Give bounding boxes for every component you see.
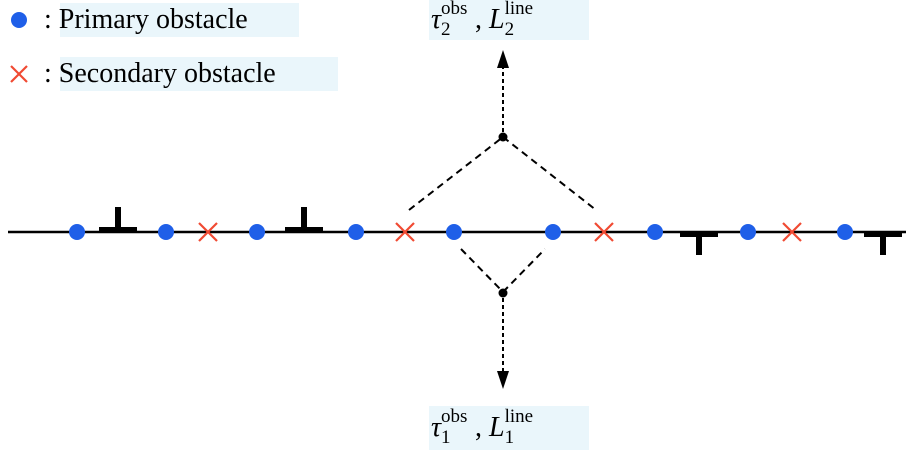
upper-arrowhead bbox=[497, 50, 509, 68]
legend-secondary-marker bbox=[10, 65, 28, 83]
top-L-sub: 2 bbox=[504, 18, 515, 40]
primary-obstacle bbox=[249, 224, 265, 240]
top-tau-symbol: τ bbox=[431, 4, 442, 35]
upper-bowout-left bbox=[408, 136, 504, 211]
legend-primary-bg bbox=[60, 3, 299, 37]
secondary-obstacle bbox=[198, 222, 218, 242]
legend-secondary-label: : Secondary obstacle bbox=[44, 58, 276, 89]
primary-obstacle bbox=[69, 224, 85, 240]
top-tau-sup: obs bbox=[441, 0, 468, 19]
top-tau-sub: 2 bbox=[441, 18, 451, 40]
bottom-tau-symbol: τ bbox=[431, 412, 442, 443]
bottom-label-sep: , bbox=[475, 412, 483, 443]
primary-obstacle bbox=[446, 224, 462, 240]
primary-obstacle bbox=[837, 224, 853, 240]
primary-obstacle bbox=[158, 224, 174, 240]
secondary-obstacle bbox=[782, 222, 802, 242]
upper-bowout-right bbox=[502, 136, 597, 211]
bottom-L-sub: 1 bbox=[504, 426, 515, 448]
dislocation-symbol-up bbox=[285, 207, 323, 233]
dislocation-symbol-down bbox=[680, 231, 718, 255]
bottom-label-bg bbox=[429, 406, 589, 450]
primary-obstacle bbox=[647, 224, 663, 240]
dislocation-symbol-up bbox=[99, 207, 137, 233]
bottom-tau-sup: obs bbox=[441, 405, 468, 427]
top-label-bg bbox=[429, 0, 589, 40]
upper-vertex-point bbox=[498, 132, 508, 142]
legend-primary-label: : Primary obstacle bbox=[44, 4, 248, 35]
top-L-sup: line bbox=[504, 0, 534, 19]
dislocation-symbol-down bbox=[864, 231, 902, 255]
top-L-symbol: L bbox=[489, 4, 505, 35]
top-label-sep: , bbox=[475, 4, 483, 35]
legend-primary-marker bbox=[11, 12, 27, 28]
bottom-tau-sub: 1 bbox=[441, 426, 451, 448]
lower-arrowhead bbox=[497, 371, 509, 389]
primary-obstacle bbox=[545, 224, 561, 240]
lower-bowout-left bbox=[460, 248, 504, 293]
primary-obstacle bbox=[740, 224, 756, 240]
secondary-obstacle bbox=[395, 222, 415, 242]
bottom-L-symbol: L bbox=[489, 412, 505, 443]
lower-vertex-point bbox=[498, 288, 508, 298]
legend-secondary-bg bbox=[60, 57, 338, 91]
primary-obstacle bbox=[348, 224, 364, 240]
secondary-obstacle bbox=[594, 222, 614, 242]
lower-bowout-right bbox=[502, 248, 546, 293]
bottom-L-sup: line bbox=[504, 405, 534, 427]
